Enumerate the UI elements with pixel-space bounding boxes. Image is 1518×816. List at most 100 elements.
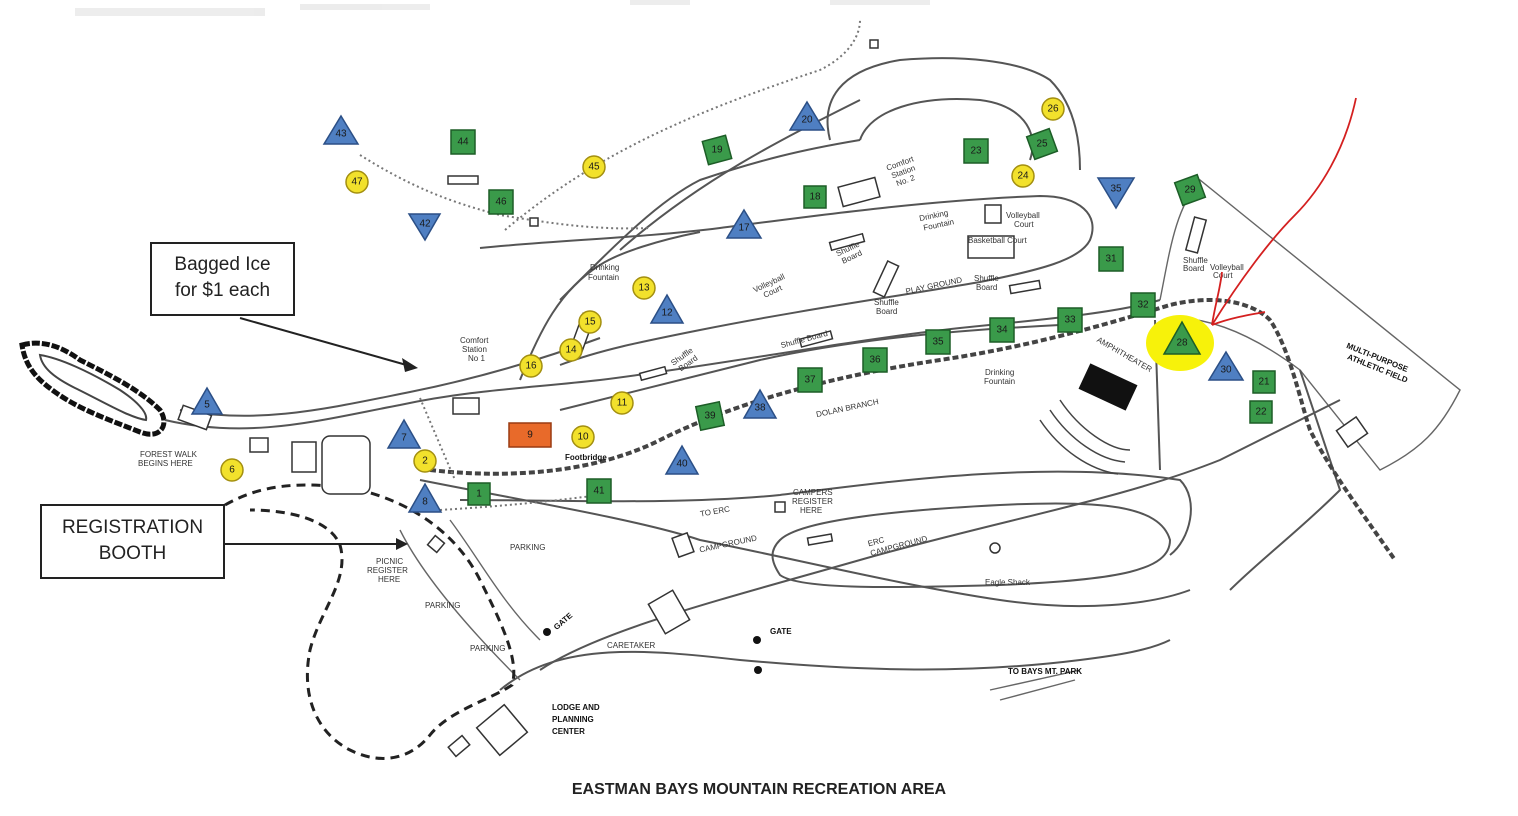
basketball-court-label: Basketball Court xyxy=(968,236,1027,245)
site-43[interactable]: 43 xyxy=(322,114,360,145)
site-24-number: 24 xyxy=(1017,171,1029,182)
site-26-number: 26 xyxy=(1047,104,1059,115)
bagged-ice-callout: Bagged Ice for $1 each xyxy=(150,242,295,316)
drinking-fountain-1-label: Drinking Fountain xyxy=(588,263,622,282)
site-22-number: 22 xyxy=(1255,407,1267,418)
top-faint-text xyxy=(75,0,930,16)
registration-line-1: REGISTRATION xyxy=(61,517,204,538)
site-40[interactable]: 40 xyxy=(664,444,700,475)
site-15-number: 15 xyxy=(584,317,596,328)
shuffle-board-6-label: Shuffle Board xyxy=(1183,256,1210,273)
site-46[interactable]: 46 xyxy=(488,189,514,215)
comfort-station-1-label: Comfort Station No 1 xyxy=(460,336,491,363)
site-13-number: 13 xyxy=(638,283,650,294)
site-6-number: 6 xyxy=(229,465,235,476)
site-7[interactable]: 7 xyxy=(386,418,422,449)
site-35[interactable]: 35 xyxy=(925,329,951,355)
site-5[interactable]: 5 xyxy=(190,386,224,415)
site-39-number: 39 xyxy=(704,411,716,422)
site-20[interactable]: 20 xyxy=(788,100,826,131)
site-1[interactable]: 1 xyxy=(467,482,491,506)
trail-waterside xyxy=(439,494,601,511)
site-44[interactable]: 44 xyxy=(450,129,476,155)
site-18[interactable]: 18 xyxy=(803,185,827,209)
site-26[interactable]: 26 xyxy=(1041,97,1065,121)
site-16-number: 16 xyxy=(525,361,537,372)
site-13[interactable]: 13 xyxy=(632,276,656,300)
site-16[interactable]: 16 xyxy=(519,354,543,378)
site-17[interactable]: 17 xyxy=(725,208,763,239)
site-38-number: 38 xyxy=(754,403,766,414)
site-21[interactable]: 21 xyxy=(1252,370,1276,394)
site-39[interactable]: 39 xyxy=(694,400,726,432)
site-37[interactable]: 37 xyxy=(797,367,823,393)
site-8[interactable]: 8 xyxy=(407,482,443,513)
registration-line-2: BOOTH xyxy=(98,543,167,564)
site-23[interactable]: 23 xyxy=(963,138,989,164)
site-30[interactable]: 30 xyxy=(1207,350,1245,381)
site-14-number: 14 xyxy=(565,345,577,356)
site-43-number: 43 xyxy=(335,129,347,140)
site-25[interactable]: 25 xyxy=(1025,127,1059,161)
caretaker-label: CARETAKER xyxy=(607,641,656,650)
lodge-label: LODGE AND PLANNING CENTER xyxy=(552,703,602,736)
site-32-number: 32 xyxy=(1137,300,1149,311)
buildings xyxy=(177,39,1369,758)
to-bays-mt-label: TO BAYS MT. PARK xyxy=(1008,667,1082,676)
drinking-fountain-3-label: Drinking Fountain xyxy=(984,368,1017,386)
site-36[interactable]: 36 xyxy=(862,347,888,373)
site-22[interactable]: 22 xyxy=(1249,400,1273,424)
volleyball-court-1-label: Volleyball Court xyxy=(752,271,792,303)
site-17-number: 17 xyxy=(738,223,750,234)
site-37-number: 37 xyxy=(804,375,816,386)
dolan-branch-creek xyxy=(429,298,1397,562)
site-40-number: 40 xyxy=(676,459,688,470)
site-11[interactable]: 11 xyxy=(610,391,634,415)
site-12-number: 12 xyxy=(661,308,673,319)
site-42[interactable]: 42 xyxy=(407,213,442,242)
dolan-branch-label: DOLAN BRANCH xyxy=(815,397,879,419)
site-25-number: 25 xyxy=(1036,139,1048,150)
site-6[interactable]: 6 xyxy=(220,458,244,482)
site-35-upper[interactable]: 35 xyxy=(1096,177,1136,210)
site-14[interactable]: 14 xyxy=(559,338,583,362)
site-41[interactable]: 41 xyxy=(586,478,612,504)
forest-walk-label: FOREST WALK BEGINS HERE xyxy=(138,450,199,468)
site-18-number: 18 xyxy=(809,192,821,203)
athletic-field-label: MULTI-PURPOSE ATHLETIC FIELD xyxy=(1341,341,1413,385)
site-47[interactable]: 47 xyxy=(345,170,369,194)
site-32[interactable]: 32 xyxy=(1130,292,1156,318)
forest-walk-lake xyxy=(19,340,167,437)
site-31-number: 31 xyxy=(1105,254,1117,265)
site-15[interactable]: 15 xyxy=(578,310,602,334)
site-12[interactable]: 12 xyxy=(649,293,685,324)
site-38[interactable]: 38 xyxy=(742,388,778,419)
amphitheater-label: AMPHITHEATER xyxy=(1095,335,1153,374)
footbridge-label: Footbridge xyxy=(565,453,607,462)
site-31[interactable]: 31 xyxy=(1098,246,1124,272)
site-19-number: 19 xyxy=(711,145,723,156)
site-33[interactable]: 33 xyxy=(1057,307,1083,333)
picnic-register-label: PICNIC REGISTER HERE xyxy=(367,557,410,584)
site-11-number: 11 xyxy=(617,398,628,409)
site-1-number: 1 xyxy=(476,489,482,500)
site-45[interactable]: 45 xyxy=(582,155,606,179)
site-29[interactable]: 29 xyxy=(1173,173,1207,207)
site-28[interactable]: 28 xyxy=(1162,320,1202,355)
site-33-number: 33 xyxy=(1064,315,1076,326)
site-2[interactable]: 2 xyxy=(413,449,437,473)
site-19[interactable]: 19 xyxy=(701,134,733,166)
shuffle-board-5-label: Shuffle Board xyxy=(974,274,1001,292)
parking-label-2: PARKING xyxy=(425,601,460,610)
site-10[interactable]: 10 xyxy=(571,425,595,449)
site-28-number: 28 xyxy=(1176,338,1188,349)
site-9[interactable]: 9 xyxy=(508,422,552,448)
bagged-ice-line-1: Bagged Ice xyxy=(174,254,271,275)
eagle-shack-label: Eagle Shack xyxy=(985,578,1031,587)
site-44-number: 44 xyxy=(457,137,469,148)
site-34[interactable]: 34 xyxy=(989,317,1015,343)
site-46-number: 46 xyxy=(495,197,507,208)
site-24[interactable]: 24 xyxy=(1011,164,1035,188)
site-30-number: 30 xyxy=(1220,365,1232,376)
